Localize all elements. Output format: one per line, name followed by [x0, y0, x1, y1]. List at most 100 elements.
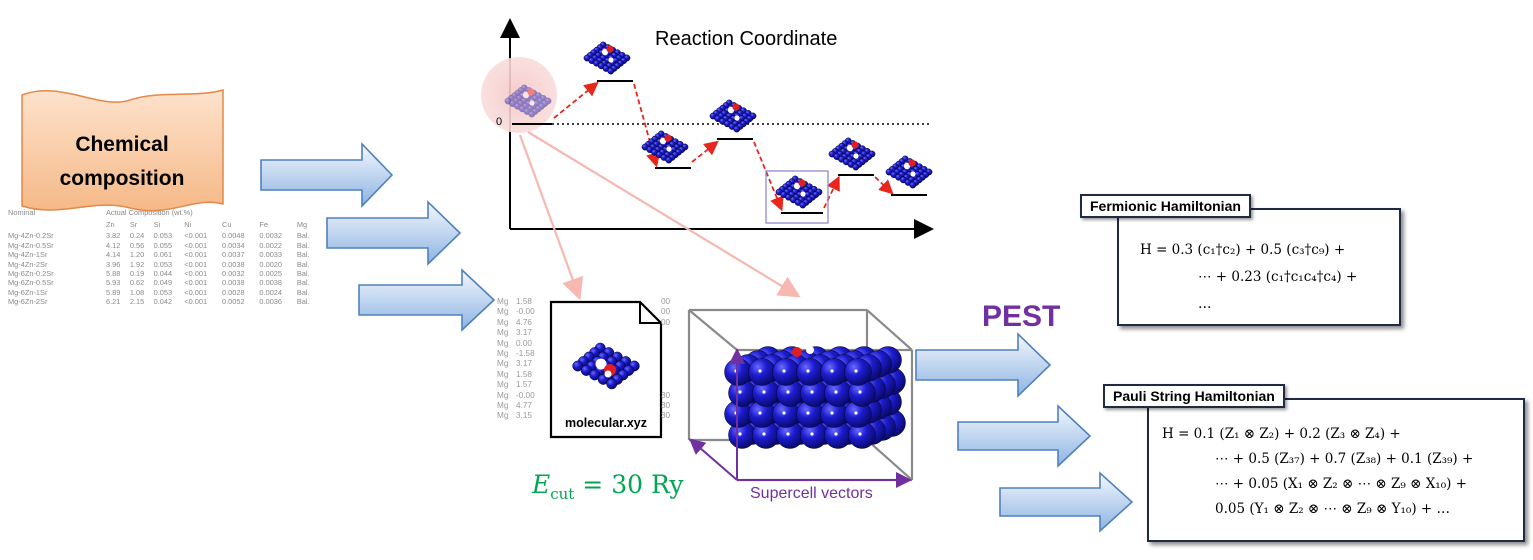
xyz-cell: [661, 380, 670, 390]
slab-atom: [820, 358, 848, 386]
pauli-line1: H = 0.1 (Z₁ ⊗ Z₂) + 0.2 (Z₃ ⊗ Z₄) +: [1162, 426, 1401, 442]
xyz-cell: 0.00: [516, 338, 532, 348]
cluster-atom: [607, 67, 615, 75]
adsorbate-atom: [793, 182, 801, 190]
table-cell: <0.001: [184, 297, 208, 307]
adsorbate-atom: [727, 106, 735, 114]
table-cell: 0.0036: [259, 297, 283, 307]
ecut-label: Ecut = 30 Ry: [532, 470, 683, 503]
supercell-vector-arrows: [688, 348, 912, 488]
xyz-cell: -1.58: [516, 349, 535, 359]
pauli-line4: 0.05 (Y₁ ⊗ Z₂ ⊗ ⋯ ⊗ Z₉ ⊗ Y₁₀) + …: [1215, 501, 1450, 517]
xyz-cell: Mg: [497, 297, 509, 306]
slab-atom-highlight: [854, 369, 858, 373]
file-cluster-atom: [580, 365, 592, 376]
table-cell: 0.049: [153, 278, 173, 288]
table-cell: 4.12: [106, 240, 121, 250]
file-cluster-atom: [572, 360, 584, 372]
pauli-line3: ⋯ + 0.05 (X₁ ⊗ Z₂ ⊗ ⋯ ⊗ Z₉ ⊗ X₁₀) +: [1215, 476, 1467, 492]
adsorbate-atom: [903, 162, 911, 170]
table-cell: 0.0033: [259, 250, 283, 260]
xyz-cell: 00: [661, 307, 671, 317]
table-cell: 0.0022: [259, 240, 283, 250]
zero-axis-label: 0: [496, 116, 503, 128]
slab-atom-highlight: [810, 432, 814, 436]
table-cell: 5.93: [106, 278, 121, 288]
block-arrow-2: [326, 200, 462, 266]
cluster: [504, 84, 552, 118]
table-cell: 0.24: [129, 231, 145, 241]
xyz-cell: 1.58: [516, 369, 532, 379]
xyz-cell: 30: [661, 390, 671, 400]
table-cell: 0.0020: [259, 259, 283, 269]
table-column-header: Zn: [106, 219, 115, 229]
slab-atom-highlight: [782, 369, 786, 373]
slab-atom-highlight: [858, 390, 862, 394]
xyz-cell: 3.15: [516, 411, 532, 421]
xyz-file-label: molecular.xyz: [565, 416, 647, 430]
table-cell: Bal.: [296, 269, 310, 279]
cluster: [709, 99, 757, 133]
table-column-header: Sr: [129, 219, 138, 229]
supercell-label: Supercell vectors: [750, 485, 873, 502]
table-cell: 0.0024: [259, 287, 283, 297]
pink-arrow-to-supercell: [527, 131, 801, 298]
xyz-cell: 30: [661, 411, 671, 421]
table-cell: Bal.: [296, 231, 310, 241]
fermionic-line2: ⋯ + 0.23 (c₁†c₁c₄†c₄) +: [1198, 269, 1358, 285]
xyz-cell: Mg: [497, 307, 509, 317]
slab-atom-highlight: [858, 432, 862, 436]
slab-atom-highlight: [762, 432, 766, 436]
slab-atom-highlight: [738, 390, 742, 394]
xyz-cell: 4.76: [516, 317, 532, 327]
xyz-cell: 30: [661, 401, 671, 411]
table-cell: 0.053: [153, 259, 173, 269]
table-cell: 3.96: [106, 259, 121, 269]
fermionic-hamiltonian-box: [1117, 208, 1401, 326]
adsorbate-atom: [800, 191, 806, 197]
table-cell: Bal.: [296, 240, 310, 250]
block-arrow-3: [358, 268, 496, 332]
table-cell: Bal.: [296, 287, 310, 297]
table-cell: <0.001: [184, 231, 208, 241]
table-cell: 0.053: [153, 231, 173, 241]
table-cell: 3.82: [106, 231, 121, 241]
slab-atom: [748, 358, 776, 386]
adsorbate-atom: [806, 346, 814, 354]
cluster-atom: [909, 181, 917, 189]
table-cell: 5.88: [106, 269, 121, 279]
table-cell: 0.0048: [222, 231, 245, 241]
table-cell: 1.92: [129, 259, 145, 269]
xyz-cell: [661, 349, 670, 359]
table-cell: <0.001: [184, 250, 208, 260]
table-column-header: Ni: [184, 219, 192, 229]
table-cell: 0.055: [153, 240, 173, 250]
pink-arrow-to-file: [518, 134, 584, 301]
adsorbate-atom: [732, 103, 740, 111]
table-cell: 0.0025: [259, 269, 283, 279]
xyz-cell: [661, 359, 670, 369]
pauli-hamiltonian-title: Pauli String Hamiltonian: [1103, 384, 1285, 408]
adsorbate-atom: [529, 100, 535, 106]
slab-atom: [796, 358, 824, 386]
slab-atom-highlight: [782, 411, 786, 415]
adsorbate-atom: [595, 358, 607, 370]
chemical-composition-line2: composition: [59, 167, 185, 190]
ecut-symbol: E: [532, 470, 551, 499]
xyz-cell: Mg: [497, 369, 509, 379]
xyz-cell: 1.58: [516, 297, 532, 306]
table-cell: Mg-6Zn-1Sr: [8, 287, 48, 297]
slab-atom-highlight: [786, 432, 790, 436]
cluster-atom: [665, 156, 673, 164]
cluster: [885, 155, 933, 189]
slab-atom-highlight: [830, 369, 834, 373]
file-cluster-atom: [589, 369, 601, 381]
chemical-composition-label: Chemical composition: [22, 128, 222, 196]
